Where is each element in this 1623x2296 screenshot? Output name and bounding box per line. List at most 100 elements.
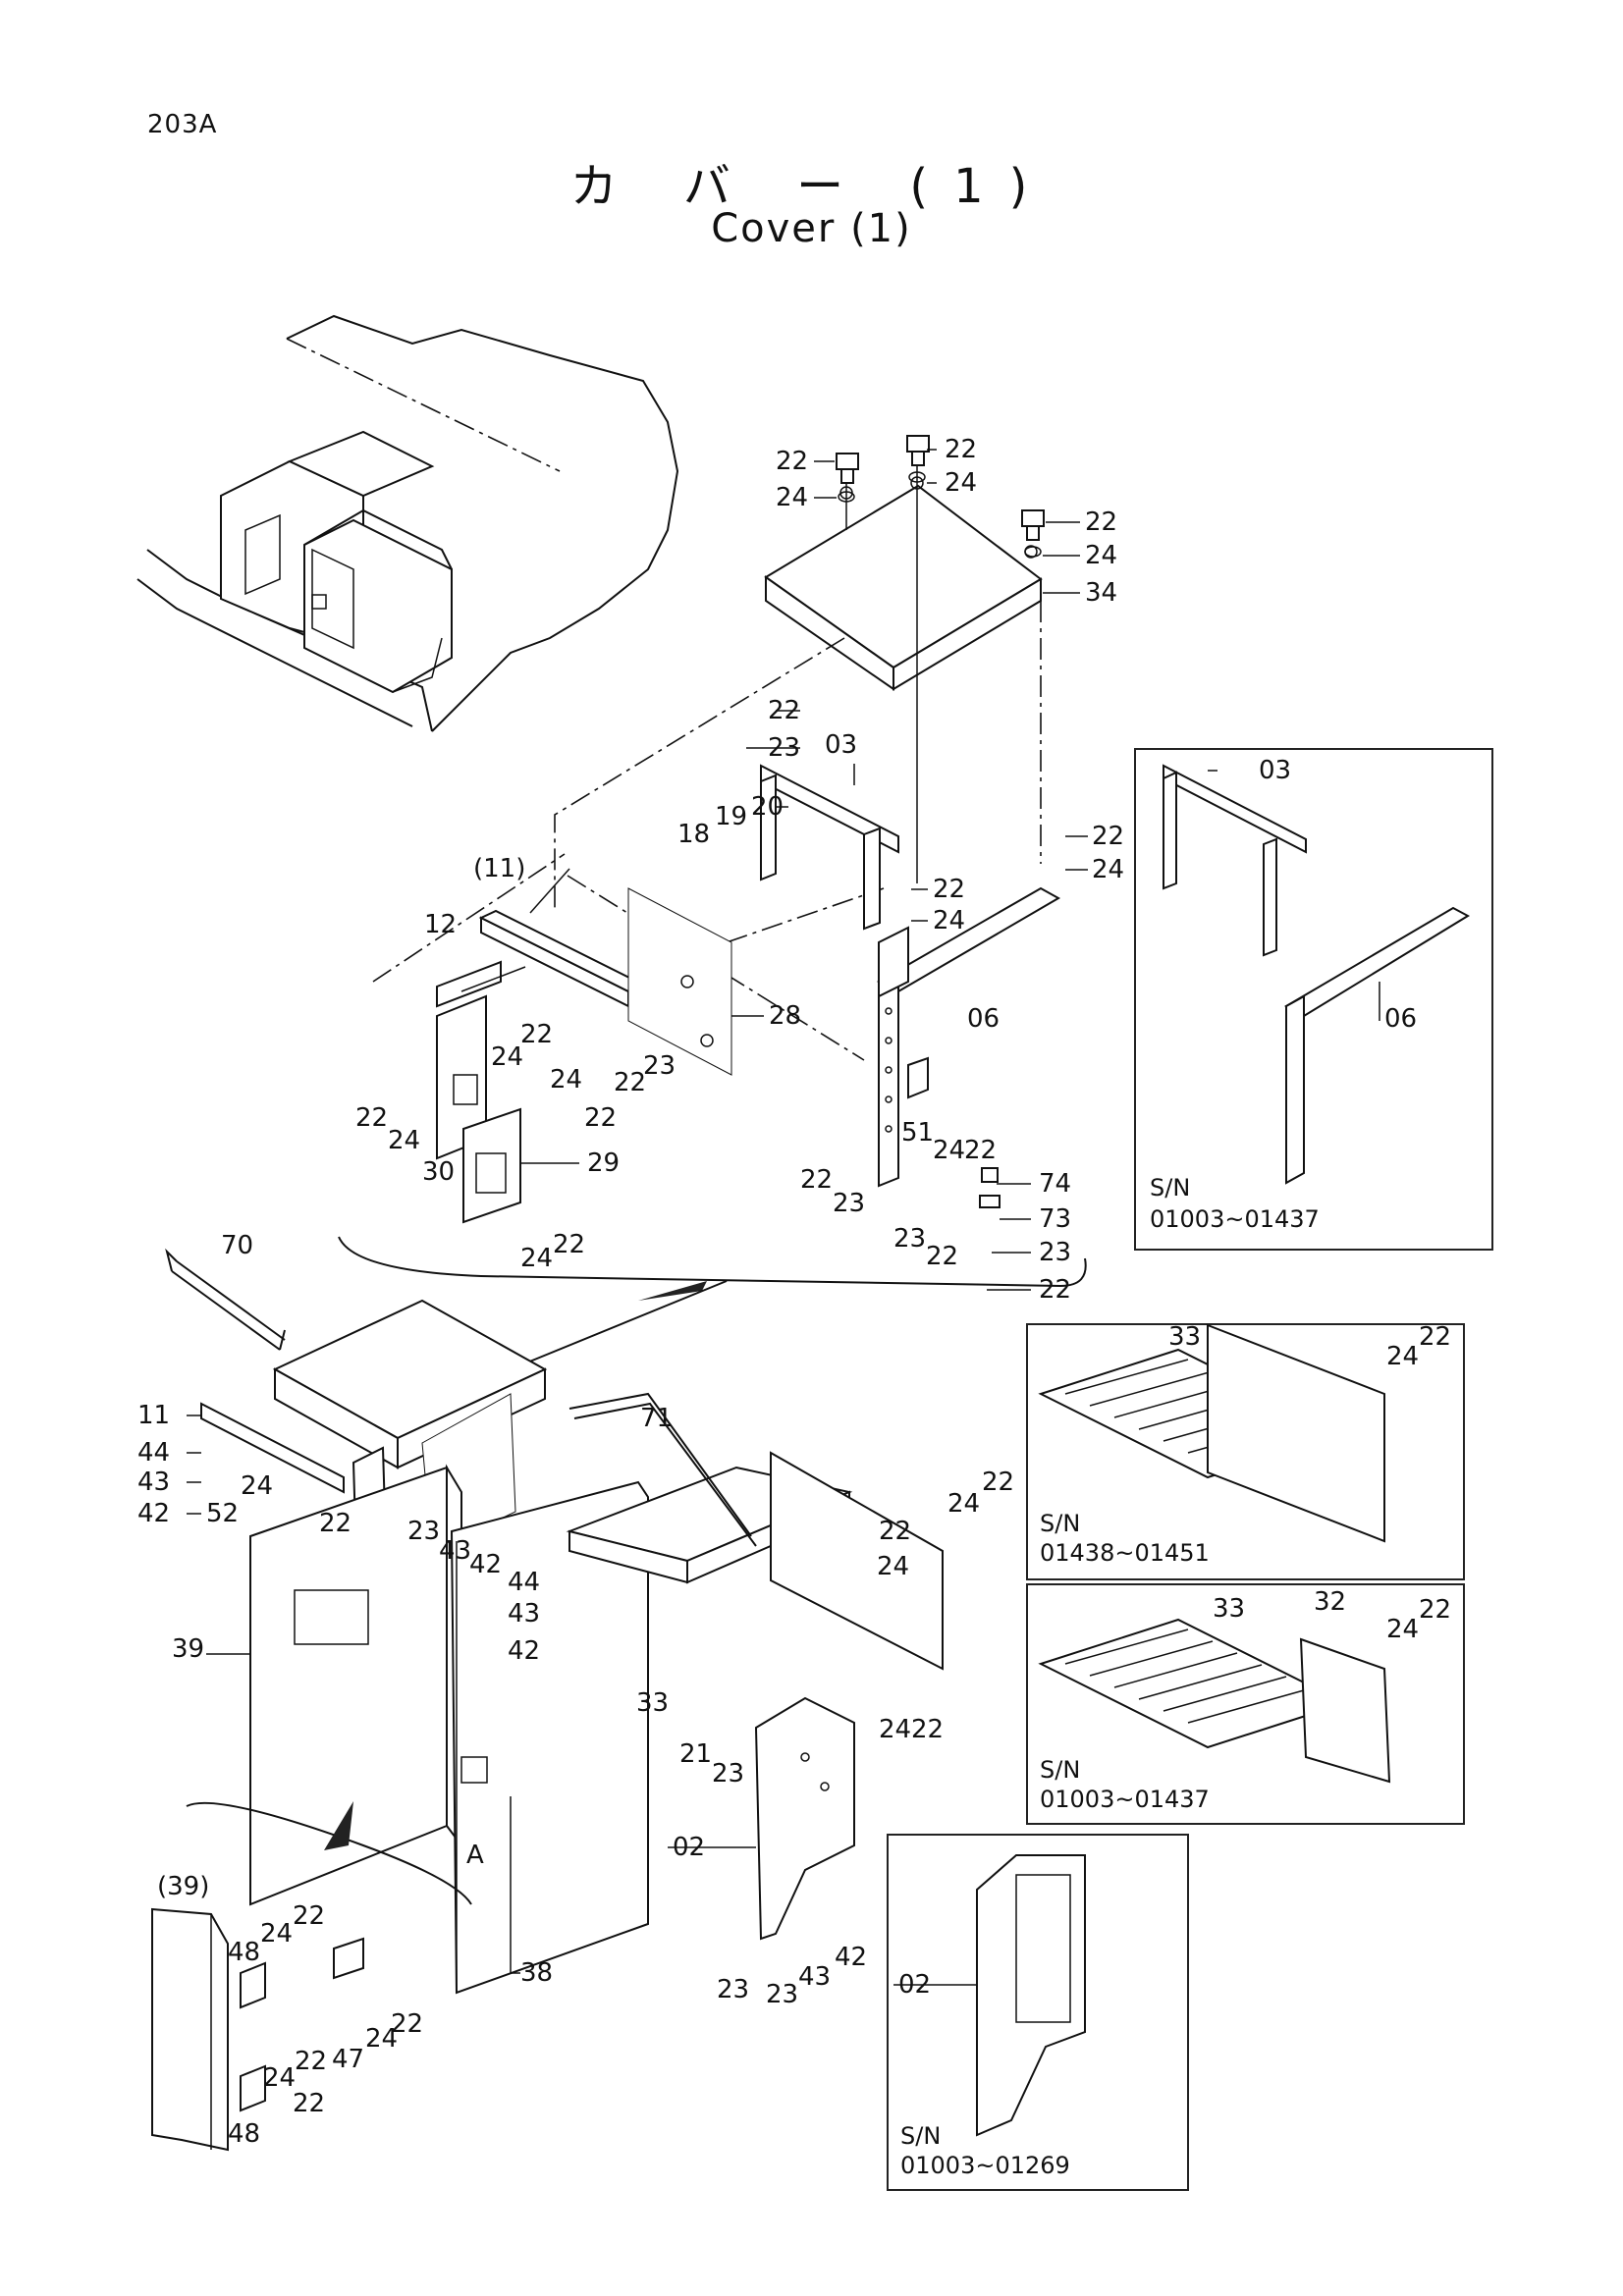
page-title-japanese: カ バ ー (1) [569,159,1054,214]
inset-sn-label: S/N [1040,1756,1081,1784]
callout: 24 [263,2063,296,2093]
callout: 44 [508,1568,540,1597]
leader-lines [187,449,1380,1986]
callout: 12 [424,910,457,939]
callout: 22 [391,2009,423,2039]
callout: 33 [636,1688,669,1718]
callout: 42 [137,1499,170,1528]
part-11-frame-beam [478,909,646,1008]
callout: 24 [1386,1342,1419,1371]
callout: 06 [1384,1004,1417,1034]
callout: 32 [1314,1587,1346,1617]
callout: 22 [1039,1275,1071,1305]
callout: 03 [1259,756,1291,785]
callout: 19 [715,802,747,831]
part-12-30-bracket [436,960,502,1160]
callout: 22 [295,2047,327,2076]
callout: 33 [1213,1594,1245,1624]
callout: 22 [553,1230,585,1259]
callout: 23 [643,1051,676,1081]
callout: 22 [355,1103,388,1133]
callout: 24 [520,1244,553,1273]
callout: 70 [221,1231,253,1260]
part-39-cover-panel [249,1464,462,1906]
callout: 24 [388,1126,420,1155]
callout: 24 [877,1552,909,1581]
callout: 23 [712,1759,744,1789]
inset-box-frame-variant: S/N 01003~01437 [1134,748,1493,1251]
callout: 11 [137,1401,170,1430]
callout: 42 [469,1550,502,1579]
page-title-english: Cover (1) [711,206,912,251]
callout: 22 [982,1468,1014,1497]
callout: 22 [964,1136,997,1165]
part-34-top-plate [764,461,1043,883]
machine-overview-drawing [136,314,679,732]
part-11-lower-beam [200,1402,345,1494]
page-number: 203A [147,110,218,139]
callout: 22 [926,1242,958,1271]
callout-labels: 22 24 22 24 22 24 34 22 23 03 20 19 18 (… [137,435,1451,2149]
callout: 22 [933,875,965,904]
callout: 23 [407,1517,440,1546]
inset-sn-label: S/N [900,2122,942,2150]
inset-sn-range: 01003~01269 [900,2152,1070,2179]
callout: 51 [901,1118,934,1148]
inset-box-bracket-variant: S/N 01003~01269 [887,1834,1189,2191]
callout: 24 [550,1065,582,1095]
small-hardware-51-73-74 [907,1056,1001,1208]
inset-box-step-variant-b: S/N 01003~01437 [1026,1583,1465,1825]
callout: 24 [1092,855,1124,884]
callout: 23 [833,1189,865,1218]
callout: 48 [228,1938,260,1967]
callout: 22 [776,447,808,476]
inset-sn-range: 01438~01451 [1040,1539,1210,1567]
callout: 28 [769,1001,801,1031]
inset-3-grating-drawing [1038,1618,1391,1784]
callout: 22 [293,2089,325,2118]
callout: 22 [1092,822,1124,851]
callout: 03 [825,730,857,760]
part-38-door-panel [450,1480,649,1995]
part-39-detail-edge [151,1907,364,2152]
callout: 30 [422,1157,455,1187]
callout: 22 [614,1068,646,1097]
callout: 44 [137,1438,170,1468]
callout: 24 [879,1715,911,1744]
callout: 24 [933,1136,965,1165]
part-70-handrail [165,1248,286,1351]
callout: 43 [439,1536,471,1566]
callout: 22 [1419,1322,1451,1352]
callout: 24 [1386,1615,1419,1644]
callout: A [466,1841,484,1870]
inset-sn-range: 01003~01437 [1040,1786,1210,1813]
callout: 43 [137,1468,170,1497]
callout: 24 [365,2024,398,2054]
callout: 24 [776,483,808,512]
side-plate-right [770,1451,944,1671]
callout: 18 [677,820,710,849]
part-28-panel [627,887,732,1076]
callout: 74 [1039,1169,1071,1199]
callout: 24 [241,1471,273,1501]
callout: 22 [520,1020,553,1049]
callout: 47 [332,2045,364,2074]
callout: 24 [947,1489,980,1519]
callout: 43 [508,1599,540,1629]
inset-1-frame-drawing [1163,764,1471,1185]
callout: 42 [835,1943,867,1972]
callout: 39 [172,1634,204,1664]
callout: 22 [879,1517,911,1546]
callout: 21 [679,1739,712,1769]
callout: 29 [587,1148,620,1178]
callout: 22 [1419,1595,1451,1625]
callout: 42 [508,1636,540,1666]
callout: 73 [1039,1204,1071,1234]
callout: 22 [1085,507,1117,537]
inset-2-grating-drawing [1038,1323,1385,1543]
callout: (11) [473,854,525,883]
callout: 38 [520,1958,553,1988]
callout: 22 [319,1509,352,1538]
